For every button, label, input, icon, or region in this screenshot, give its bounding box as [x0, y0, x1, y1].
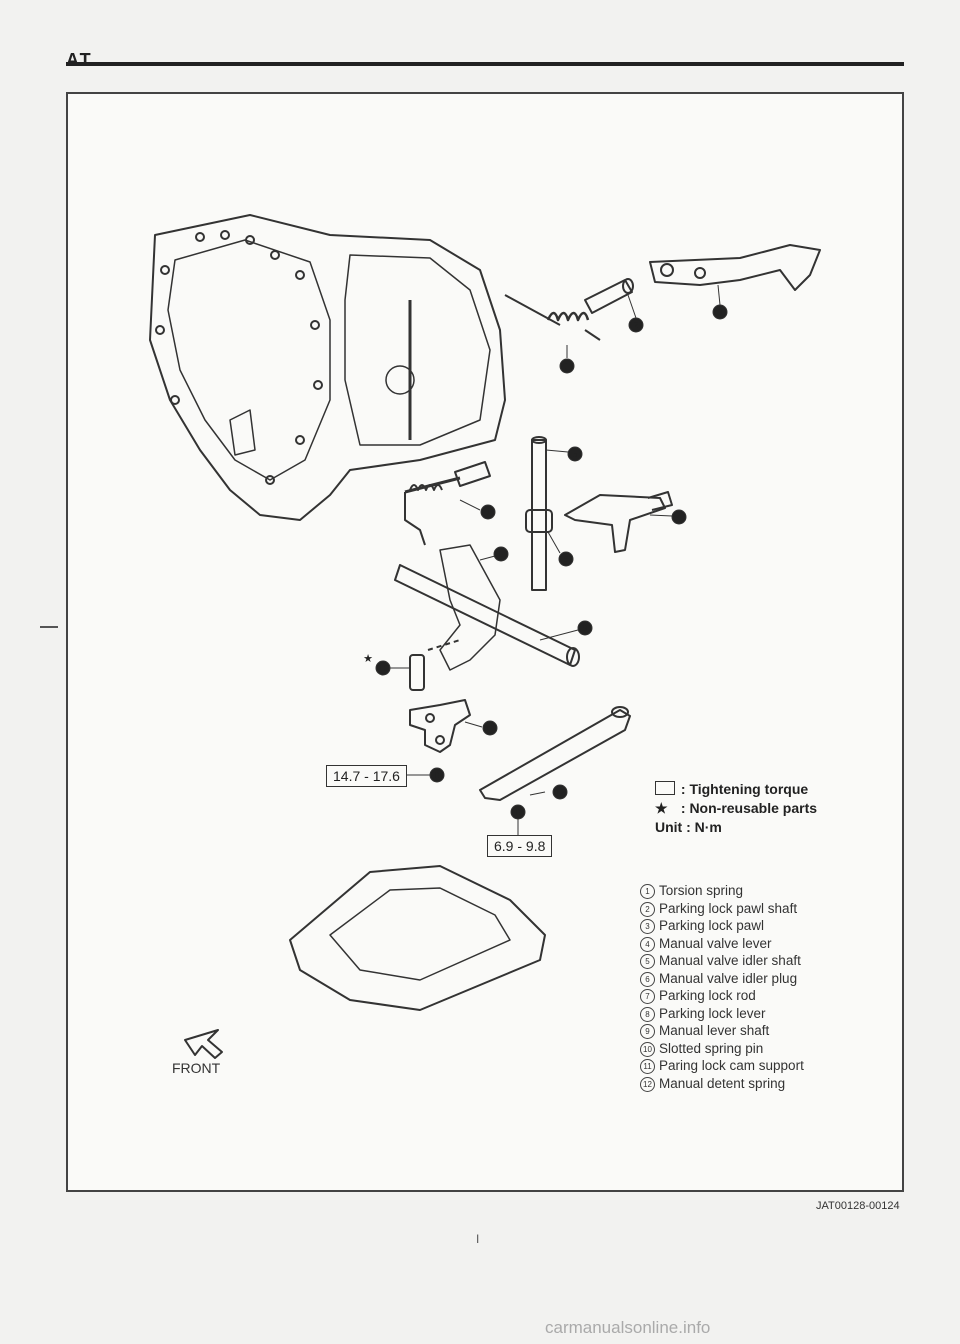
callout-11: 11: [485, 724, 495, 733]
cam-support: [409, 699, 471, 753]
callout-10: 10: [378, 664, 388, 673]
torque-box-icon: [655, 781, 675, 795]
manual-valve-lever: [564, 491, 673, 553]
figure-frame: [66, 92, 904, 1192]
document-code: JAT00128-00124: [816, 1200, 900, 1212]
manual-lever-shaft: [394, 544, 580, 671]
callout-9: 9: [582, 624, 587, 633]
torque-value-b: 6.9 - 9.8: [487, 835, 553, 857]
legend-unit-text: : N·m: [686, 819, 722, 835]
header-rule: [66, 62, 904, 66]
bolt-marker-b: B: [515, 808, 521, 817]
star-marker: ★: [363, 652, 373, 665]
legend-torque-text: : Tightening torque: [680, 781, 809, 797]
star-icon: ★: [655, 800, 668, 816]
parking-lock-rod: [404, 461, 491, 546]
legend: : Tightening torque ★ : Non-reusable par…: [655, 780, 817, 837]
callout-1: 1: [564, 362, 569, 371]
spring-pin: [409, 639, 461, 691]
transmission-case: [149, 214, 506, 521]
callout-12: 12: [555, 788, 565, 797]
callout-8: 8: [498, 550, 503, 559]
pawl-shaft: [584, 278, 634, 314]
callout-5: 5: [572, 450, 577, 459]
detent-spring: [479, 706, 631, 801]
legend-unit: Unit : N·m: [655, 818, 817, 837]
front-arrow: [184, 1029, 223, 1059]
torque-value-a: 14.7 - 17.6: [326, 765, 407, 787]
legend-star: ★ : Non-reusable parts: [655, 799, 817, 818]
page-mark: I: [476, 1232, 480, 1246]
torsion-spring: [504, 294, 601, 341]
margin-tick: [40, 626, 58, 628]
parking-pawl: [649, 244, 821, 291]
callout-7: 7: [485, 508, 490, 517]
callout-2: 2: [633, 321, 638, 330]
callout-6: 6: [563, 555, 568, 564]
callout-4: 4: [676, 513, 681, 522]
site-watermark[interactable]: carmanualsonline.info: [545, 1318, 711, 1337]
oil-pan: [289, 865, 546, 1011]
front-label: FRONT: [172, 1060, 221, 1076]
legend-torque: : Tightening torque: [655, 780, 817, 799]
legend-star-text: : Non-reusable parts: [680, 800, 818, 816]
idler-shaft: [525, 436, 553, 591]
callout-3: 3: [717, 308, 722, 317]
bolt-marker-a: B: [434, 771, 440, 780]
legend-unit-key: Unit: [655, 819, 683, 835]
